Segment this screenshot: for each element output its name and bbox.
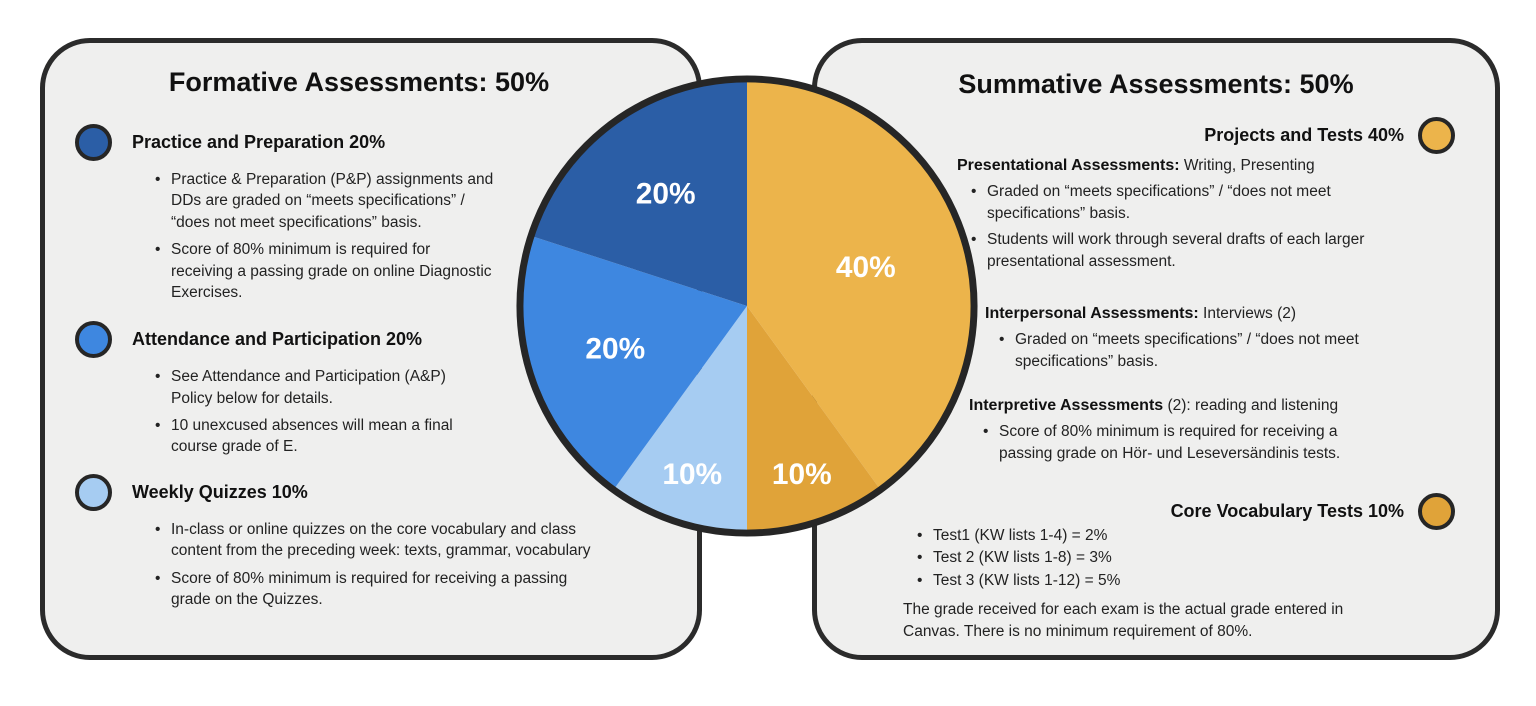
attendance-item: Attendance and Participation 20% See Att… [75,321,679,458]
quizzes-heading: Weekly Quizzes 10% [132,481,308,502]
attendance-bullets: See Attendance and Participation (A&P) P… [151,366,679,458]
vocab-heading-row: Core Vocabulary Tests 10% [1171,493,1455,530]
bullet-item: Score of 80% minimum is required for rec… [151,239,496,303]
interpersonal-section: Interpersonal Assessments: Interviews (2… [985,303,1405,377]
practice-item: Practice and Preparation 20% Practice & … [75,124,679,303]
presentational-section: Presentational Assessments: Writing, Pre… [957,155,1377,277]
interpersonal-heading: Interpersonal Assessments: Interviews (2… [985,303,1405,325]
test-item: Test 2 (KW lists 1-8) = 3% [913,547,1120,570]
quizzes-item-head: Weekly Quizzes 10% [75,473,679,511]
vocab-color-dot-icon [1418,493,1455,530]
projects-heading-row: Projects and Tests 40% [1204,117,1455,154]
bullet-item: Students will work through several draft… [967,229,1377,272]
quizzes-bullets: In-class or online quizzes on the core v… [151,519,679,611]
pie-slice-4 [519,235,747,490]
pie-label-1: 40% [836,251,896,284]
grade-pie-chart: 40% 10% 10% 20% 20% [508,67,986,545]
vocab-heading: Core Vocabulary Tests 10% [1170,501,1404,521]
pie-label-5: 20% [636,177,696,210]
projects-color-dot-icon [1418,117,1455,154]
attendance-item-head: Attendance and Participation 20% [75,321,679,359]
bullet-item: Graded on “meets specifications” / “does… [967,181,1377,224]
pie-slice-2 [747,306,881,534]
pie-label-2: 10% [772,458,832,491]
presentational-heading-bold: Presentational Assessments: [957,157,1180,174]
pie-slice-5 [531,78,747,306]
vocab-tests-list: Test1 (KW lists 1-4) = 2% Test 2 (KW lis… [913,525,1120,593]
bullet-item: 10 unexcused absences will mean a final … [151,415,456,458]
practice-item-head: Practice and Preparation 20% [75,124,679,161]
bullet-item: Score of 80% minimum is required for rec… [151,568,591,611]
projects-heading: Projects and Tests 40% [1204,125,1404,145]
attendance-heading: Attendance and Participation 20% [132,329,423,350]
bullet-item: Practice & Preparation (P&P) assignments… [151,169,496,233]
pie-label-3: 10% [662,458,722,491]
interpersonal-bullets: Graded on “meets specifications” / “does… [995,329,1405,372]
interpretive-section: Interpretive Assessments (2): reading an… [969,395,1389,469]
test-item: Test1 (KW lists 1-4) = 2% [913,525,1120,548]
attendance-color-dot-icon [75,321,112,359]
presentational-heading-rest: Writing, Presenting [1179,157,1315,174]
formative-title: Formative Assessments: 50% [168,67,550,97]
bullet-item: See Attendance and Participation (A&P) P… [151,366,456,409]
presentational-heading: Presentational Assessments: Writing, Pre… [957,155,1377,177]
interpersonal-heading-rest: Interviews (2) [1198,305,1297,322]
bullet-item: In-class or online quizzes on the core v… [151,519,591,562]
pie-outline [516,75,978,537]
interpretive-heading-bold: Interpretive Assessments [969,397,1164,414]
presentational-bullets: Graded on “meets specifications” / “does… [967,181,1377,272]
interpretive-bullets: Score of 80% minimum is required for rec… [979,421,1389,464]
interpretive-heading-rest: (2): reading and listening [1163,397,1339,414]
pie-slice-3 [613,306,747,534]
bullet-item: Score of 80% minimum is required for rec… [979,421,1389,464]
vocab-note: The grade received for each exam is the … [903,601,1344,641]
bullet-item: Graded on “meets specifications” / “does… [995,329,1405,372]
pie-slice-1 [747,78,975,490]
practice-bullets: Practice & Preparation (P&P) assignments… [151,169,679,303]
interpretive-heading: Interpretive Assessments (2): reading an… [969,395,1389,417]
pie-label-4: 20% [585,332,645,365]
pie-svg: 40% 10% 10% 20% 20% [516,75,978,537]
quizzes-item: Weekly Quizzes 10% In-class or online qu… [75,473,679,611]
interpersonal-heading-bold: Interpersonal Assessments: [985,305,1199,322]
practice-heading: Practice and Preparation 20% [132,132,386,152]
test-item: Test 3 (KW lists 1-12) = 5% [913,570,1120,593]
summative-title: Summative Assessments: 50% [958,69,1354,99]
quizzes-color-dot-icon [75,473,112,511]
practice-color-dot-icon [75,124,112,161]
